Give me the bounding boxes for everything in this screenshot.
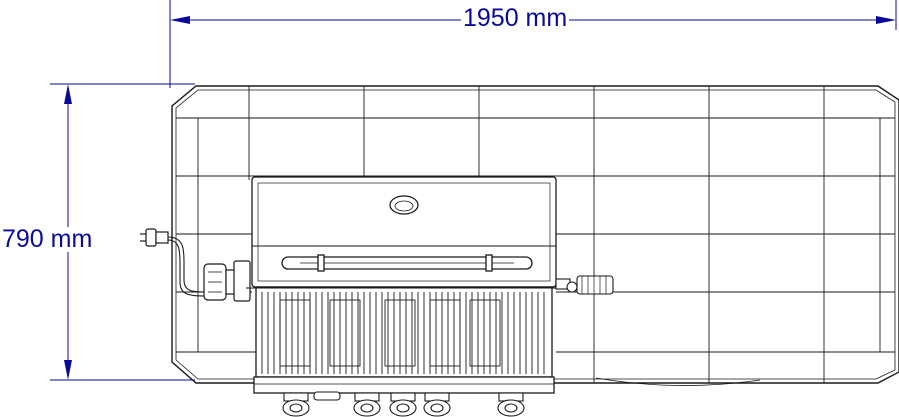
control-knob — [497, 392, 525, 417]
rotisserie-spit-handle — [555, 275, 614, 295]
burner-zone — [279, 299, 311, 367]
power-plug — [140, 228, 205, 297]
grill — [246, 176, 560, 394]
burner-zone — [329, 299, 361, 367]
burner-zone — [429, 299, 461, 367]
countertop-inner-edge — [175, 89, 896, 380]
control-knobs — [282, 391, 525, 417]
depth-dimension — [50, 83, 195, 381]
control-panel — [253, 376, 555, 394]
depth-arrow-top — [64, 84, 72, 104]
countertop-outer-edge — [171, 85, 899, 384]
control-knob — [423, 392, 451, 417]
depth-dimension-label: 790 mm — [0, 225, 95, 253]
cabinet-curve — [595, 377, 761, 386]
depth-arrow-bottom — [64, 360, 72, 380]
rotisserie-motor — [203, 260, 251, 302]
burner-zone — [384, 299, 416, 367]
control-knob — [282, 392, 310, 417]
grill-hood — [251, 176, 557, 288]
countertop — [171, 85, 899, 386]
burner-zone — [469, 299, 501, 367]
cooking-grates — [261, 292, 545, 374]
control-knob — [389, 392, 417, 417]
firebox — [255, 286, 553, 378]
power-cord — [167, 236, 205, 293]
ignition-button — [313, 391, 341, 401]
control-knob — [353, 392, 381, 417]
width-arrow-right — [876, 16, 896, 24]
width-dimension-label: 1950 mm — [461, 4, 570, 32]
width-arrow-left — [170, 16, 190, 24]
